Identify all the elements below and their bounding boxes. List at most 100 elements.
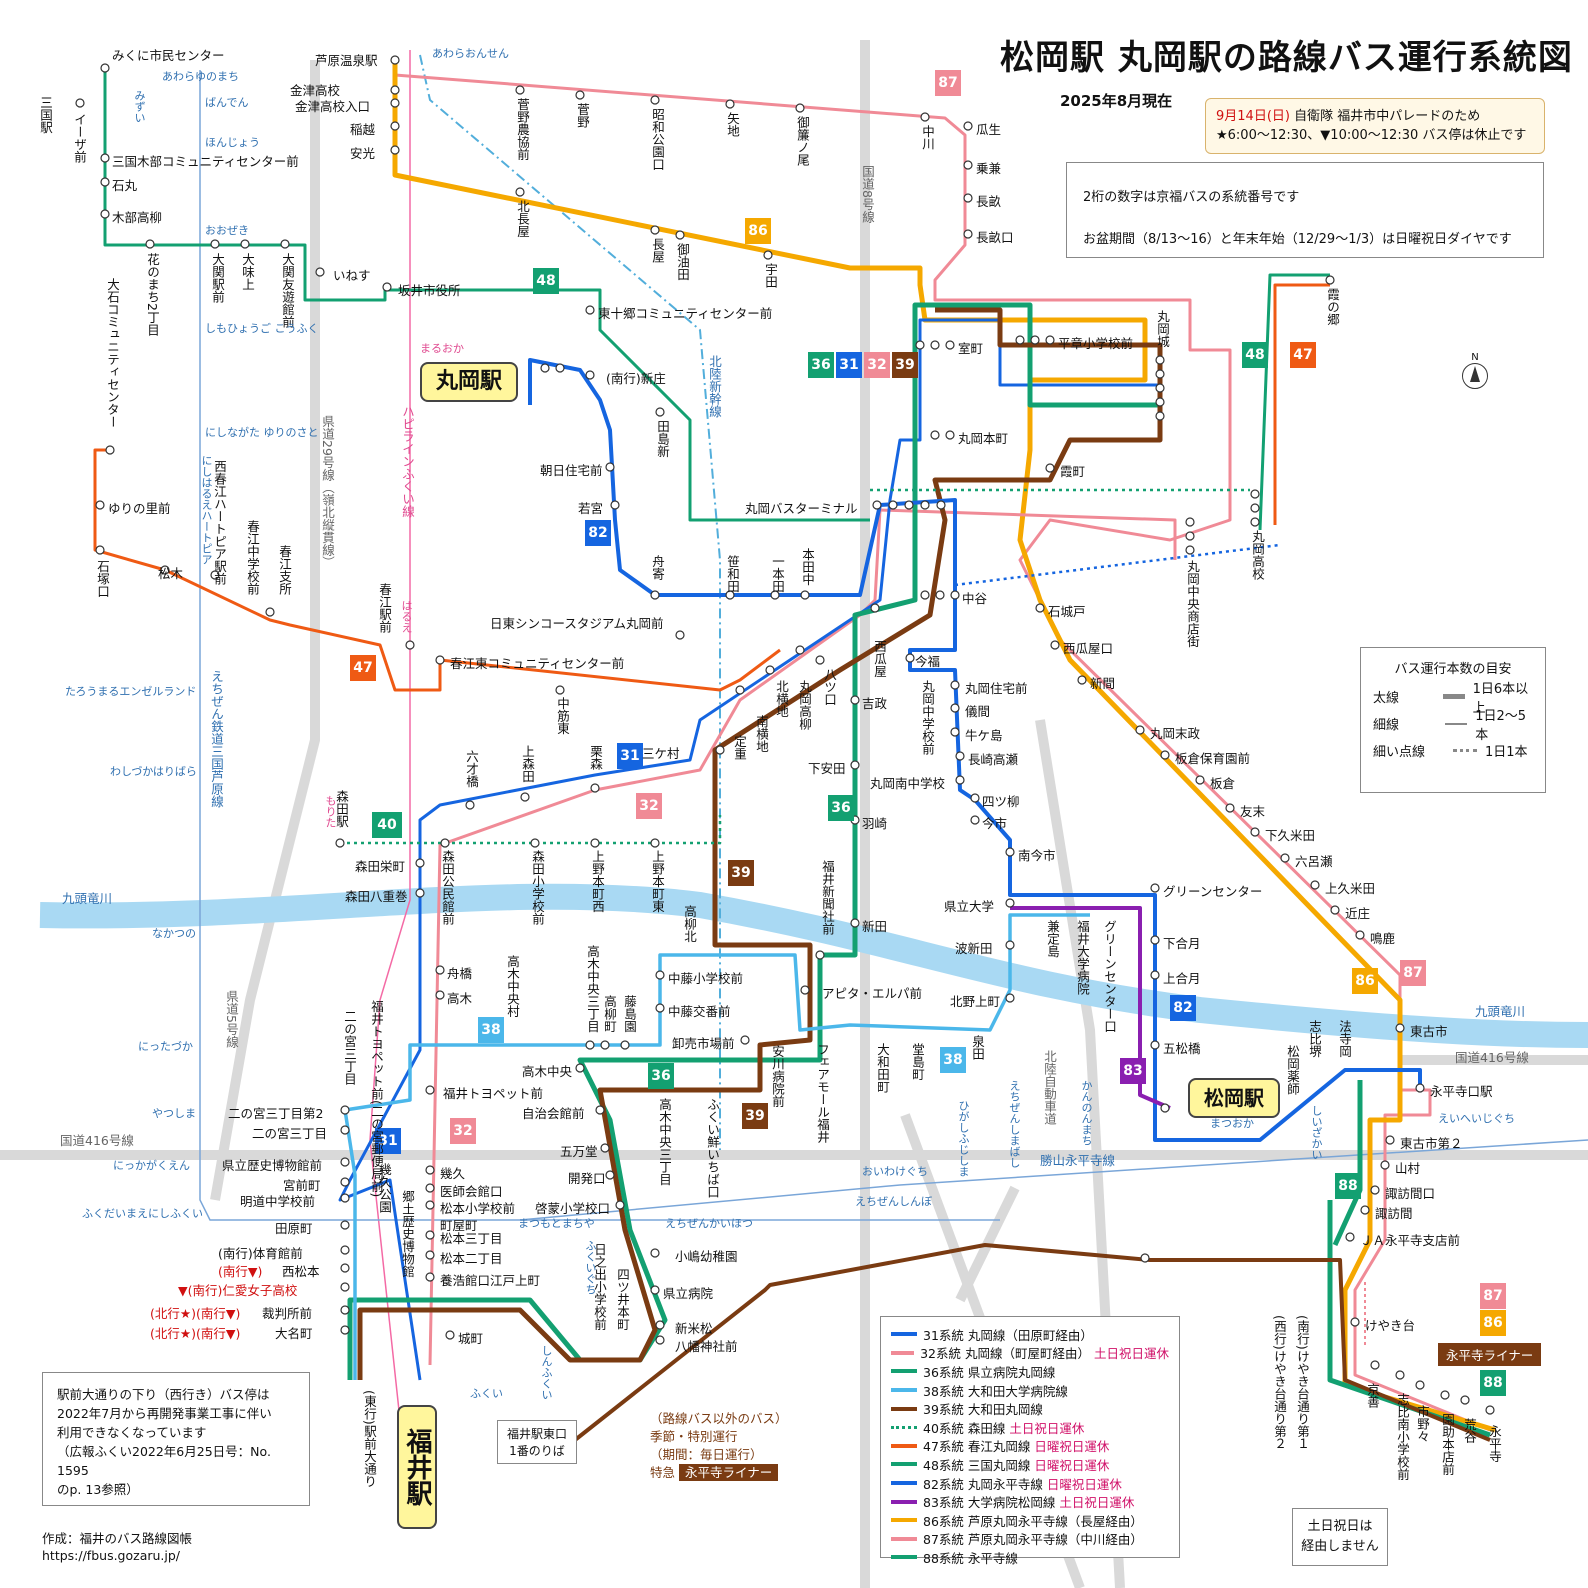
stop-label: 松本小学校前: [440, 1201, 516, 1216]
legend-swatch: [891, 1443, 917, 1448]
stop-label-v: 京善: [1365, 1383, 1380, 1408]
liner-label-east: 永平寺ライナー: [1438, 1343, 1542, 1366]
stop-label: アピタ・エルパ前: [822, 986, 923, 1001]
stop-label-v: 上森田: [520, 745, 535, 783]
route-39-line: [357, 307, 1163, 1380]
stop-label: 安光: [350, 146, 376, 161]
stop-label-v: 八ツ口: [822, 668, 837, 706]
stop-label: 新田: [862, 919, 888, 934]
credit: 作成：福井のバス路線図帳 https://fbus.gozaru.jp/: [42, 1531, 193, 1563]
stop-label-v: 森田小学校前: [530, 850, 545, 925]
stop-label: (南行)新庄: [606, 371, 666, 386]
stop-label-v: 南横地: [754, 715, 769, 753]
rail-station-label: えちぜんかいほつ: [665, 1217, 753, 1230]
stop-label: 五万堂: [560, 1144, 598, 1159]
badge-38-east: 38: [940, 1047, 966, 1073]
rail-station-label: しもひょうご こうふく: [205, 322, 319, 335]
stop-label: 医師会館口: [440, 1184, 503, 1199]
info-line1: 2桁の数字は京福バスの系統番号です: [1083, 190, 1300, 205]
notice-text: 自衛隊 福井市中パレードのため: [1294, 109, 1481, 124]
stop-label: 平章小学校前: [1058, 336, 1134, 351]
stop-label: 舟橋: [447, 966, 473, 981]
stop-label: 中谷: [962, 591, 988, 606]
stop-label-v: 丸岡高柳: [797, 680, 812, 730]
station-matsuoka: 松岡駅: [1188, 1078, 1280, 1118]
route-87-line: [393, 60, 1491, 1432]
stop-label-v: 北横地: [774, 680, 789, 718]
legend-row: 83系統 大学病院松岡線土日祝日運休: [891, 1492, 1169, 1511]
river-kuzuryu: [39, 883, 1588, 1048]
route-47-line: [93, 283, 1330, 692]
stop-label-v: 一本田: [770, 555, 785, 593]
stop-label-v: 堂島町: [910, 1043, 925, 1081]
stop-label: 東古市第２: [1400, 1136, 1463, 1151]
stop-label-v: フェアモール福井: [815, 1043, 830, 1143]
stop-label-v: 永平寺: [1487, 1425, 1502, 1463]
rail-station-label: えちぜんしんぼ: [855, 1195, 932, 1208]
background-roads: [0, 40, 1588, 1588]
legend-row: 36系統 県立病院丸岡線: [891, 1362, 1169, 1381]
badge-83: 83: [1120, 1058, 1146, 1084]
stop-label-v: 春江駅前: [377, 583, 392, 633]
badge-36-south: 36: [648, 1063, 674, 1089]
rail-station-label: みずい: [133, 90, 146, 123]
rail-station-label: なかつの: [152, 927, 196, 940]
legend-swatch: [891, 1350, 915, 1355]
legend-row: 86系統 芦原丸岡永平寺線（長屋経由）: [891, 1511, 1169, 1530]
rail-station-label: まつもとまちや: [518, 1217, 595, 1230]
info-box: 2桁の数字は京福バスの系統番号です お盆期間（8/13～16）と年末年始（12/…: [1066, 162, 1544, 258]
rail-station-label: ばんでん: [205, 96, 249, 109]
stop-label-v: 二の宮三丁目: [342, 1010, 357, 1085]
badge-86-east: 86: [1352, 968, 1378, 994]
stop-label-v: 高木中央三丁目: [585, 945, 600, 1033]
stop-label: 五松橋: [1163, 1041, 1201, 1056]
legend-label: 32系統 丸岡線（町屋町経由）: [920, 1346, 1090, 1362]
stop-label: 吉政: [862, 696, 888, 711]
stop-label: いねす: [333, 268, 371, 283]
stop-label: グリーンセンター: [1163, 884, 1263, 899]
stop-label: 金津高校入口: [295, 99, 371, 114]
rail-station-label: にったづか: [138, 1040, 193, 1053]
stop-label: 県立歴史博物館前: [222, 1158, 323, 1173]
stop-label: 裁判所前: [262, 1306, 313, 1321]
stop-label: 三国木部コミュニティセンター前: [112, 154, 299, 169]
stop-label: 町屋町: [440, 1218, 478, 1233]
rail-station-label: ふくいぐち: [584, 1240, 597, 1295]
stop-label-v: 高木中央村: [505, 955, 520, 1018]
stop-label-v: 石塚口: [95, 560, 110, 598]
fukui-east-exit: 福井駅東口 1番のりば: [497, 1420, 577, 1464]
route-40-line: [340, 815, 722, 845]
stop-label-v: 田島新: [655, 420, 670, 458]
stop-label: 牛ケ島: [965, 728, 1003, 743]
stop-label: 新間: [1090, 676, 1116, 691]
stop-label: ゆりの里前: [108, 501, 171, 516]
stop-label: 松本二丁目: [440, 1251, 503, 1266]
badge-31-west: 31: [617, 743, 643, 769]
stop-label-v: 花のまち2丁目: [145, 253, 160, 336]
stop-label: 板倉: [1210, 776, 1236, 791]
rail-label: 勝山永平寺線: [1040, 1153, 1116, 1168]
rail-station-label: あわらおんせん: [432, 47, 509, 60]
stop-label-v: ふくい鮮いちば口: [705, 1098, 720, 1198]
road-label: 国道416号線: [1455, 1050, 1529, 1065]
stop-label: 瓜生: [976, 122, 1002, 137]
legend-label: 31系統 丸岡線（田原町経由）: [923, 1327, 1093, 1343]
stop-label: 木部高柳: [112, 210, 163, 225]
stop-label-v: 丸岡高校: [1250, 530, 1265, 580]
stop-label: 丸岡末政: [1150, 726, 1201, 741]
stop-label: 儀間: [965, 704, 991, 719]
badge-40: 40: [372, 812, 402, 838]
stop-label: 小嶋幼稚園: [675, 1249, 738, 1264]
stop-label: 霞町: [1060, 464, 1086, 479]
legend-swatch: [891, 1481, 917, 1486]
stop-label-v: (西行)けやき台通り第２: [1272, 1315, 1287, 1450]
stop-label: 自治会館前: [522, 1106, 585, 1121]
stop-label: けやき台: [1365, 1318, 1416, 1333]
legend-row: 32系統 丸岡線（町屋町経由）土日祝日運休: [891, 1344, 1169, 1363]
route-31-line: [338, 318, 1160, 1381]
stop-label: 六呂瀬: [1295, 854, 1333, 869]
stop-label-v: 郷土歴史博物館: [400, 1190, 415, 1278]
legend-label: 36系統 県立病院丸岡線: [923, 1364, 1056, 1380]
legend-swatch: [891, 1332, 917, 1337]
